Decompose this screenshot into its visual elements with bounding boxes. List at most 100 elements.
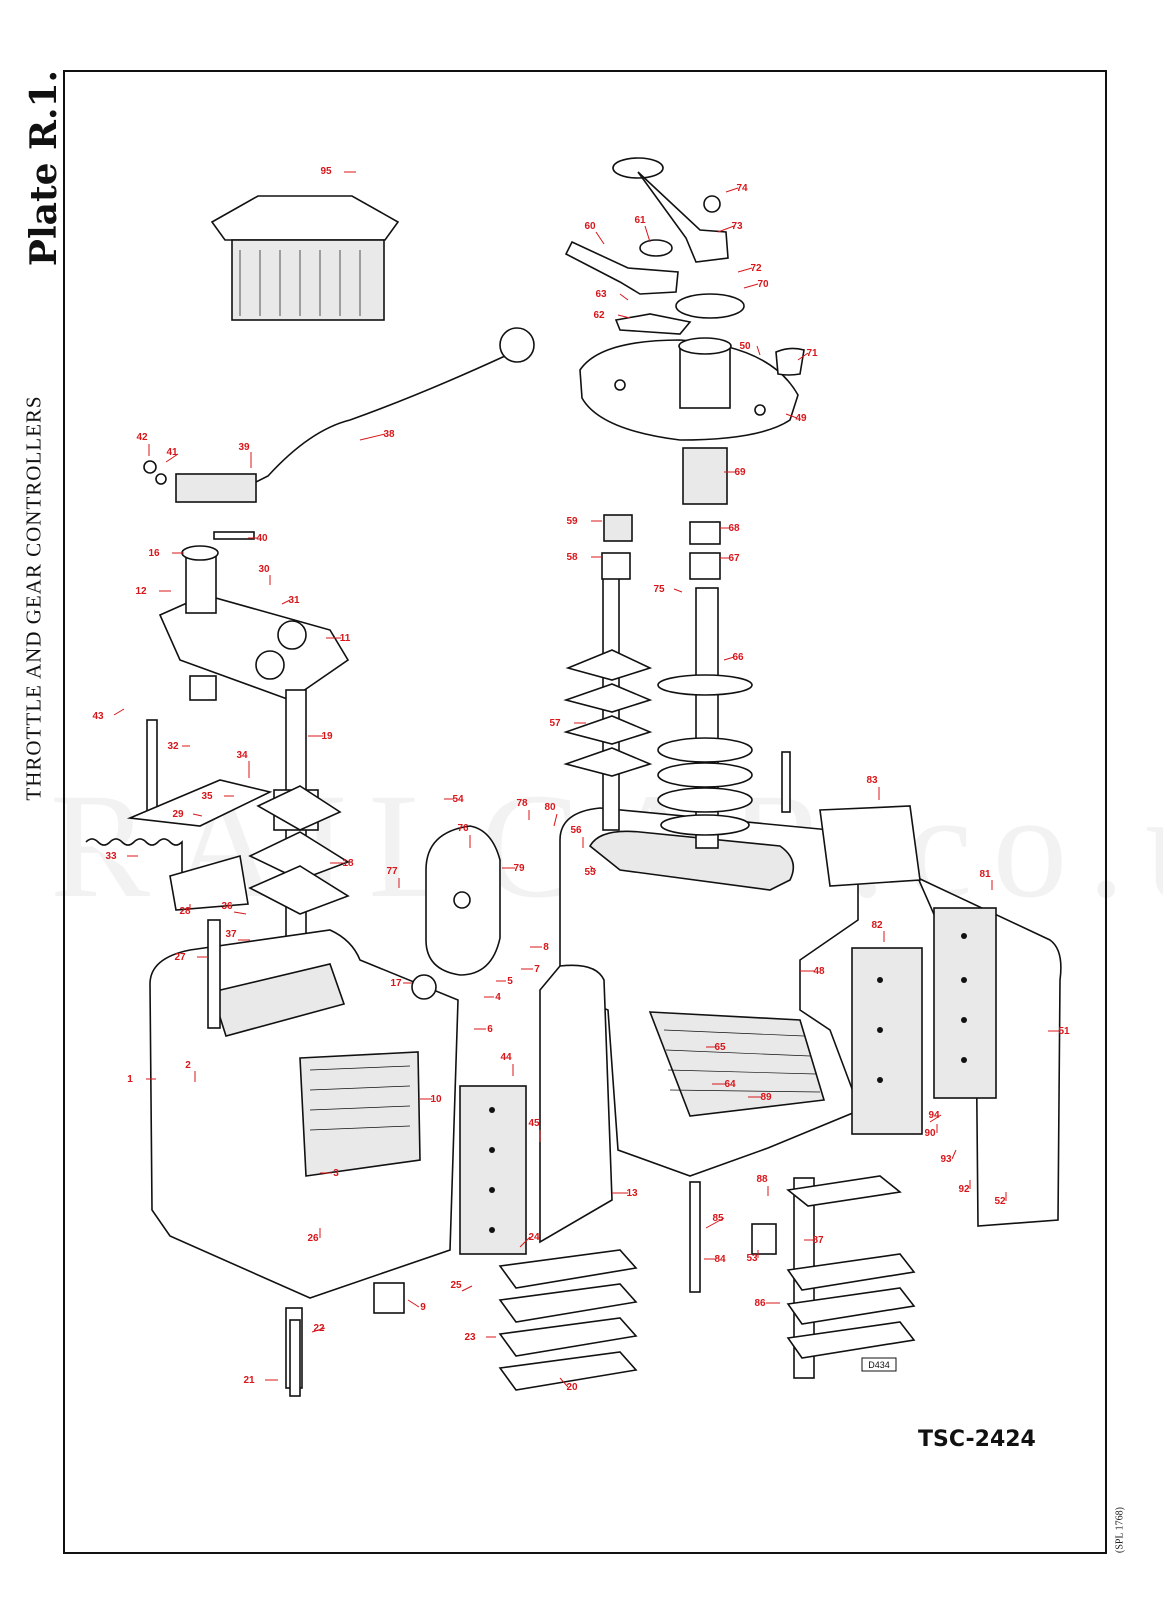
part-callout-73: 73 [731,221,743,232]
callout-leader [705,1217,725,1229]
part-callout-31: 31 [288,595,300,606]
part-callout-72: 72 [750,263,762,274]
part-camshaft [657,447,753,849]
part-callout-10: 10 [430,1094,442,1105]
callout-leader [359,433,386,441]
part-throttle-handle [564,157,805,376]
callout-leader [165,453,179,463]
callout-leader [113,708,125,716]
part-contact-panels [819,805,1062,1227]
part-callout-24: 24 [528,1232,540,1243]
part-cam-stack [563,514,653,831]
callout-leader [233,911,247,915]
part-callout-38: 38 [383,429,395,440]
part-callout-51: 51 [1058,1026,1070,1037]
part-callout-59: 59 [566,516,578,527]
part-callout-58: 58 [566,552,578,563]
callout-leader [281,599,291,605]
part-callout-76: 76 [457,823,469,834]
part-callout-64: 64 [724,1079,736,1090]
part-callout-44: 44 [500,1052,512,1063]
part-instrument-box [210,195,400,321]
part-finger-stacks [289,1175,916,1397]
part-callout-66: 66 [732,652,744,663]
part-callout-61: 61 [634,215,646,226]
callout-leader [559,1377,569,1388]
part-callout-16: 16 [148,548,160,559]
part-callout-1: 1 [127,1074,133,1085]
part-callout-86: 86 [754,1298,766,1309]
plate-frame [63,70,1107,1554]
part-callout-27: 27 [174,952,186,963]
part-callout-71: 71 [806,348,818,359]
part-callout-53: 53 [746,1253,758,1264]
callout-leader [619,293,629,301]
part-callout-50: 50 [739,341,751,352]
part-callout-34: 34 [236,750,248,761]
callout-leader [797,352,809,361]
callout-leader [595,231,605,245]
callout-leader [756,345,761,356]
callout-leader [644,225,651,243]
part-callout-55: 55 [584,867,596,878]
part-callout-84: 84 [714,1254,726,1265]
part-callout-26: 26 [307,1233,319,1244]
part-callout-90: 90 [924,1128,936,1139]
part-callout-7: 7 [534,964,540,975]
callout-leader [589,865,597,872]
part-cover-plate [158,545,350,951]
part-callout-82: 82 [871,920,883,931]
part-contact-boards [459,964,613,1255]
part-callout-49: 49 [795,413,807,424]
callout-leader [407,1299,420,1308]
part-callout-88: 88 [756,1174,768,1185]
part-callout-6: 6 [487,1024,493,1035]
part-callout-87: 87 [812,1235,824,1246]
part-callout-81: 81 [979,869,991,880]
callout-leader [737,267,753,273]
part-callout-95: 95 [320,166,332,177]
part-callout-67: 67 [728,553,740,564]
part-callout-20: 20 [566,1382,578,1393]
part-callout-18: 18 [342,858,354,869]
callout-leader [673,588,683,593]
part-callout-89: 89 [760,1092,772,1103]
part-callout-60: 60 [584,221,596,232]
part-gear-lever [143,327,535,540]
part-callout-56: 56 [570,825,582,836]
part-callout-35: 35 [201,791,213,802]
part-callout-39: 39 [238,442,250,453]
part-callout-48: 48 [813,966,825,977]
part-right-housing [559,751,862,1177]
callout-leader [617,314,631,319]
part-callout-28: 28 [179,906,191,917]
part-callout-32: 32 [167,741,179,752]
callout-leader [951,1149,957,1160]
part-callout-37: 37 [225,929,237,940]
part-callout-33: 33 [105,851,117,862]
part-callout-17: 17 [390,978,402,989]
part-callout-70: 70 [757,279,769,290]
part-callout-54: 54 [452,794,464,805]
part-callout-69: 69 [734,467,746,478]
part-callout-30: 30 [258,564,270,575]
reference-code: TSC-2424 [918,1427,1036,1452]
part-callout-65: 65 [714,1042,726,1053]
part-callout-42: 42 [136,432,148,443]
part-callout-23: 23 [464,1332,476,1343]
callout-leader [311,1327,326,1333]
callout-leader [717,225,735,233]
part-callout-19: 19 [321,731,333,742]
part-callout-52: 52 [994,1196,1006,1207]
part-callout-62: 62 [593,310,605,321]
callout-leader [743,283,759,289]
part-callout-25: 25 [450,1280,462,1291]
callout-leader [723,656,735,661]
part-callout-2: 2 [185,1060,191,1071]
part-callout-83: 83 [866,775,878,786]
part-side-cover [425,825,501,976]
callout-leader [929,1114,942,1123]
part-left-housing [149,919,459,1389]
